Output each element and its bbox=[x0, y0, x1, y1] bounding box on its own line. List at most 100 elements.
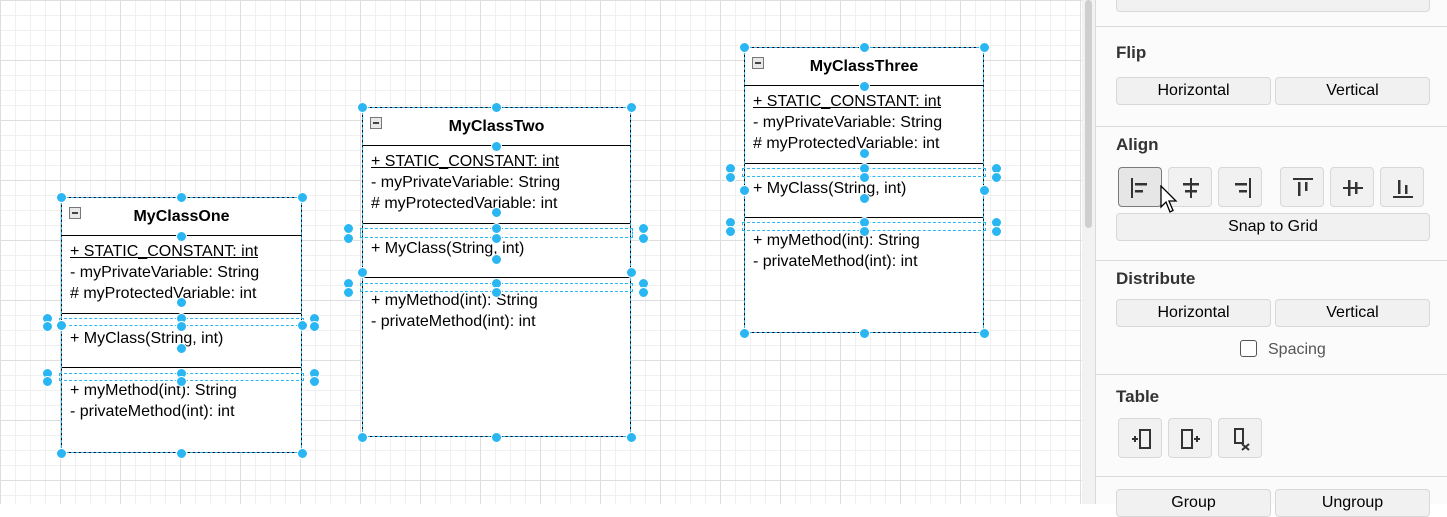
align-left-icon bbox=[1131, 178, 1147, 198]
collapse-icon[interactable] bbox=[370, 117, 382, 129]
resize-handle[interactable] bbox=[990, 225, 1002, 237]
align-title: Align bbox=[1116, 135, 1159, 154]
resize-handle[interactable] bbox=[858, 41, 870, 53]
methods-section[interactable]: + myMethod(int): String - privateMethod(… bbox=[62, 368, 301, 422]
partial-top-button[interactable] bbox=[1116, 0, 1430, 12]
attribute-static-constant: + STATIC_CONSTANT: int bbox=[753, 93, 942, 110]
distribute-vertical-button[interactable]: Vertical bbox=[1275, 299, 1430, 327]
align-bottom-button[interactable] bbox=[1380, 167, 1424, 207]
resize-handle[interactable] bbox=[356, 266, 368, 278]
resize-handle[interactable] bbox=[738, 184, 750, 196]
resize-handle[interactable] bbox=[356, 431, 368, 443]
resize-handle[interactable] bbox=[41, 375, 53, 387]
resize-handle[interactable] bbox=[342, 222, 354, 234]
align-left-button[interactable] bbox=[1118, 167, 1162, 207]
resize-handle[interactable] bbox=[858, 171, 870, 183]
resize-handle[interactable] bbox=[342, 286, 354, 298]
attributes-section[interactable]: + STATIC_CONSTANT: int - myPrivateVariab… bbox=[363, 146, 630, 224]
resize-handle[interactable] bbox=[637, 286, 649, 298]
collapse-icon[interactable] bbox=[752, 57, 764, 69]
resize-handle[interactable] bbox=[491, 222, 502, 234]
align-middle-button[interactable] bbox=[1330, 167, 1374, 207]
resize-handle[interactable] bbox=[176, 447, 187, 459]
method-private: - privateMethod(int): int bbox=[371, 313, 536, 330]
resize-handle[interactable] bbox=[356, 101, 368, 113]
resize-handle[interactable] bbox=[176, 230, 187, 242]
resize-handle[interactable] bbox=[176, 342, 187, 354]
flip-section: Flip Horizontal Vertical bbox=[1096, 26, 1447, 126]
class-name: MyClassThree bbox=[809, 58, 919, 75]
resize-handle[interactable] bbox=[491, 253, 502, 265]
resize-handle[interactable] bbox=[625, 431, 637, 443]
methods-section[interactable]: + myMethod(int): String - privateMethod(… bbox=[745, 218, 983, 272]
resize-handle[interactable] bbox=[858, 192, 870, 204]
resize-handle[interactable] bbox=[637, 222, 649, 234]
resize-handle[interactable] bbox=[738, 41, 750, 53]
resize-handle[interactable] bbox=[176, 296, 187, 308]
resize-handle[interactable] bbox=[176, 320, 187, 332]
resize-handle[interactable] bbox=[308, 320, 320, 332]
distribute-horizontal-button[interactable]: Horizontal bbox=[1116, 299, 1271, 327]
align-bottom-icon bbox=[1393, 180, 1413, 198]
mouse-cursor-icon bbox=[1160, 185, 1178, 213]
class-my-class-two[interactable]: MyClassTwo + STATIC_CONSTANT: int - myPr… bbox=[362, 107, 631, 437]
resize-handle[interactable] bbox=[491, 206, 502, 218]
resize-handle[interactable] bbox=[491, 232, 502, 244]
constructor: + MyClass(String, int) bbox=[70, 330, 224, 347]
resize-handle[interactable] bbox=[176, 375, 187, 387]
resize-handle[interactable] bbox=[308, 375, 320, 387]
constructor: + MyClass(String, int) bbox=[753, 180, 907, 197]
resize-handle[interactable] bbox=[858, 327, 870, 339]
resize-handle[interactable] bbox=[978, 184, 990, 196]
attributes-section[interactable]: + STATIC_CONSTANT: int - myPrivateVariab… bbox=[62, 236, 301, 314]
resize-handle[interactable] bbox=[176, 191, 187, 203]
resize-handle[interactable] bbox=[625, 266, 637, 278]
align-top-button[interactable] bbox=[1280, 167, 1324, 207]
resize-handle[interactable] bbox=[491, 140, 502, 152]
resize-handle[interactable] bbox=[41, 320, 53, 332]
resize-handle[interactable] bbox=[858, 80, 870, 92]
group-button[interactable]: Group bbox=[1116, 489, 1271, 517]
ungroup-button[interactable]: Ungroup bbox=[1275, 489, 1430, 517]
table-section: Table bbox=[1096, 374, 1447, 476]
resize-handle[interactable] bbox=[978, 41, 990, 53]
align-right-button[interactable] bbox=[1218, 167, 1262, 207]
spacing-label: Spacing bbox=[1268, 341, 1326, 358]
resize-handle[interactable] bbox=[296, 191, 308, 203]
resize-handle[interactable] bbox=[637, 232, 649, 244]
resize-handle[interactable] bbox=[296, 447, 308, 459]
class-my-class-three[interactable]: MyClassThree + STATIC_CONSTANT: int - my… bbox=[744, 47, 984, 333]
insert-column-left-button[interactable] bbox=[1118, 418, 1162, 458]
resize-handle[interactable] bbox=[491, 101, 502, 113]
collapse-icon[interactable] bbox=[69, 207, 81, 219]
resize-handle[interactable] bbox=[55, 191, 67, 203]
canvas-scrollbar[interactable] bbox=[1082, 0, 1095, 504]
resize-handle[interactable] bbox=[55, 447, 67, 459]
resize-handle[interactable] bbox=[625, 101, 637, 113]
resize-handle[interactable] bbox=[990, 171, 1002, 183]
spacing-checkbox[interactable] bbox=[1240, 340, 1257, 357]
resize-handle[interactable] bbox=[738, 327, 750, 339]
resize-handle[interactable] bbox=[858, 147, 870, 159]
snap-to-grid-button[interactable]: Snap to Grid bbox=[1116, 213, 1430, 241]
resize-handle[interactable] bbox=[491, 286, 502, 298]
resize-handle[interactable] bbox=[342, 232, 354, 244]
attribute-static-constant: + STATIC_CONSTANT: int bbox=[70, 243, 259, 260]
resize-handle[interactable] bbox=[491, 431, 502, 443]
flip-vertical-button[interactable]: Vertical bbox=[1275, 77, 1430, 105]
insert-column-right-button[interactable] bbox=[1168, 418, 1212, 458]
diagram-canvas[interactable]: MyClassOne + STATIC_CONSTANT: int - myPr… bbox=[0, 0, 1082, 504]
scrollbar-thumb[interactable] bbox=[1085, 0, 1092, 228]
resize-handle[interactable] bbox=[296, 319, 308, 331]
distribute-title: Distribute bbox=[1116, 269, 1196, 288]
delete-column-button[interactable] bbox=[1218, 418, 1262, 458]
attributes-section[interactable]: + STATIC_CONSTANT: int - myPrivateVariab… bbox=[745, 86, 983, 164]
resize-handle[interactable] bbox=[724, 171, 736, 183]
resize-handle[interactable] bbox=[55, 319, 67, 331]
flip-horizontal-button[interactable]: Horizontal bbox=[1116, 77, 1271, 105]
resize-handle[interactable] bbox=[858, 225, 870, 237]
attribute-private-variable: - myPrivateVariable: String bbox=[753, 114, 943, 131]
resize-handle[interactable] bbox=[724, 225, 736, 237]
resize-handle[interactable] bbox=[978, 327, 990, 339]
method-public: + myMethod(int): String bbox=[753, 232, 920, 249]
